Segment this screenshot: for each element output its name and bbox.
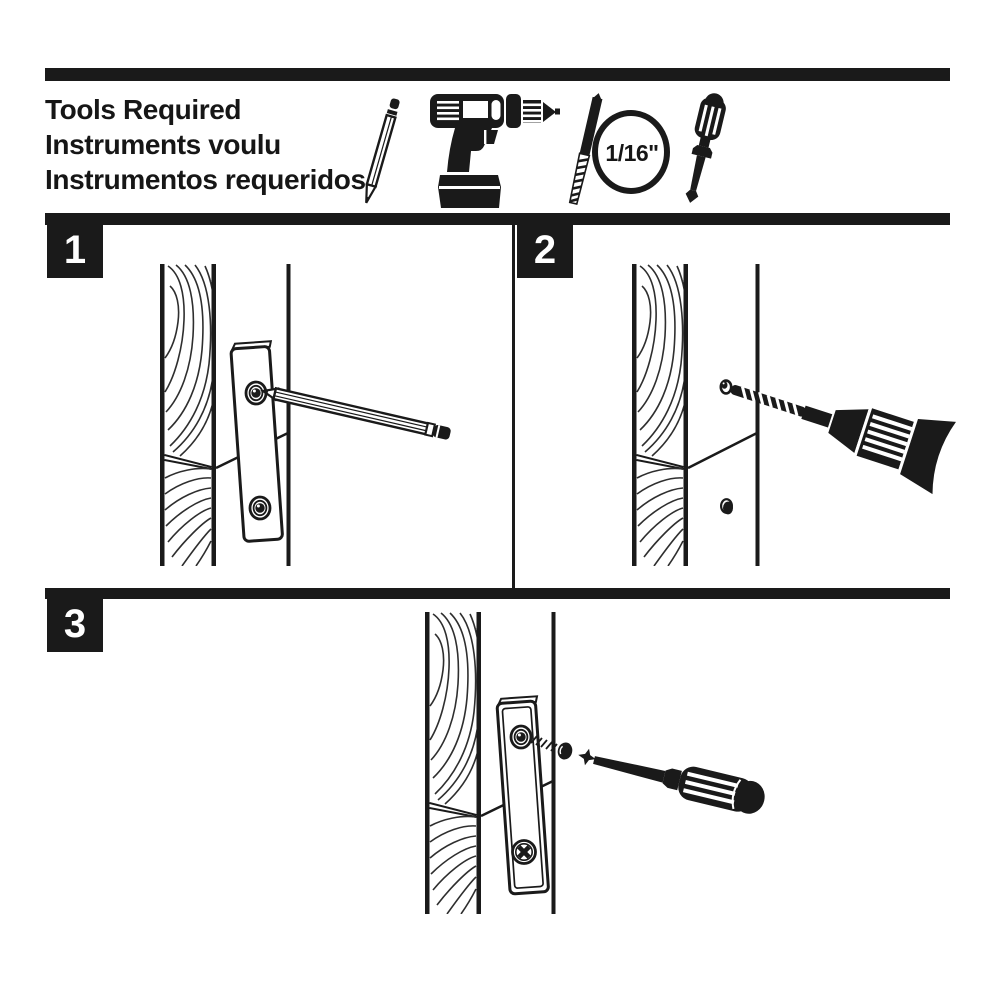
pencil-icon <box>365 98 400 204</box>
step-3-illustration <box>425 612 765 914</box>
screwdriver-icon <box>685 93 726 203</box>
pilot-hole-bottom <box>719 498 733 515</box>
plate-hole-top <box>244 380 268 406</box>
drill-bit-size-label: 1/16" <box>605 140 659 166</box>
door-edge-line <box>551 612 556 914</box>
screw-being-driven <box>530 735 573 760</box>
wood-stud <box>425 612 483 914</box>
wood-stud <box>160 264 218 566</box>
top-rule-bar <box>45 68 950 81</box>
step-1-illustration <box>160 264 451 566</box>
door-edge-line <box>286 264 291 566</box>
pilot-hole-top <box>719 379 733 395</box>
door-edge-line <box>755 264 760 566</box>
step-2-illustration <box>632 264 956 566</box>
step-3-number-badge: 3 <box>47 598 103 652</box>
drill-bit-icon <box>568 93 670 205</box>
title-line-en: Tools Required <box>45 94 242 125</box>
screw-in-plate <box>511 839 537 865</box>
lower-rule-bar <box>45 588 950 599</box>
plate-hole-top <box>509 724 533 750</box>
wood-stud <box>632 264 690 566</box>
mounting-plate <box>495 695 550 896</box>
panel-divider-line <box>512 225 515 588</box>
title-line-es: Instrumentos requeridos <box>45 164 366 195</box>
tools-required-title: Tools Required Instruments voulu Instrum… <box>45 92 366 197</box>
plate-hole-bottom <box>248 495 272 521</box>
screwdriver <box>578 748 765 814</box>
title-line-fr: Instruments voulu <box>45 129 281 160</box>
middle-rule-bar <box>45 213 950 225</box>
step-1-number-badge: 1 <box>47 224 103 278</box>
drill-icon <box>430 94 560 208</box>
panel-corner-line <box>687 431 758 470</box>
step-2-number-badge: 2 <box>517 224 573 278</box>
drill-with-bit <box>730 385 956 495</box>
pencil <box>260 386 451 440</box>
